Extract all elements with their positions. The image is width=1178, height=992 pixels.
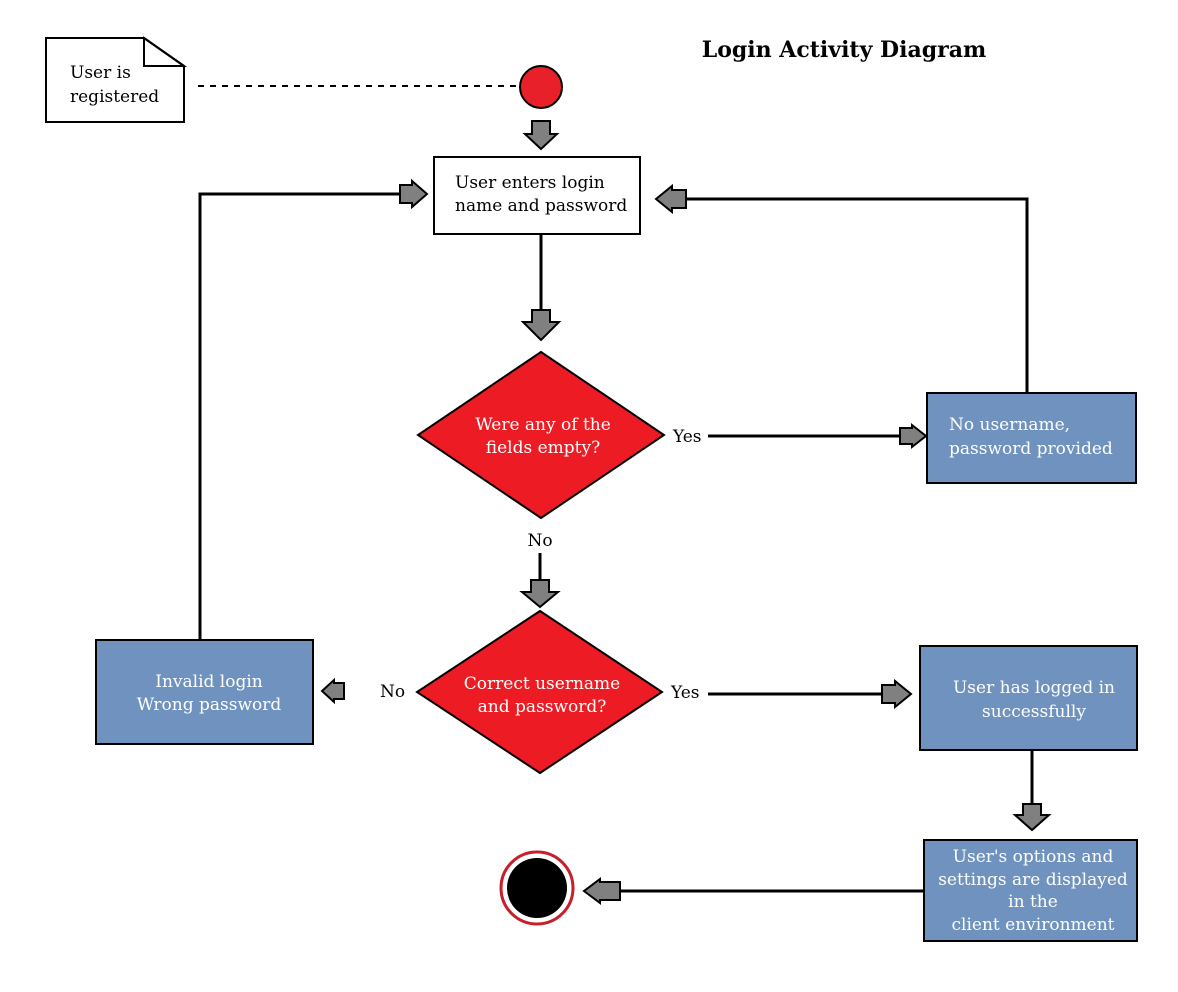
invalid-login-line-1: Invalid login: [155, 672, 263, 692]
node-no-username: No username, password provided: [926, 392, 1137, 484]
node-options-displayed: User's options and settings are displaye…: [923, 839, 1138, 942]
wire-no-username-loop-back: [686, 197, 1029, 393]
right-arrow-to-enter-credentials: [399, 178, 429, 210]
fields-empty-line-2: fields empty?: [486, 438, 600, 458]
edge-label-fields-empty-yes: Yes: [672, 427, 702, 447]
left-arrow-to-invalid-login: [320, 677, 345, 705]
wire-invalid-login-loop-back: [198, 192, 400, 640]
left-arrow-to-enter-credentials: [654, 183, 687, 215]
options-line-3: in the: [1008, 892, 1058, 912]
note-user-registered: User is registered: [45, 36, 188, 123]
enter-credentials-line-2: name and password: [455, 196, 627, 216]
note-line-2: registered: [70, 87, 159, 107]
edge-label-fields-empty-no: No: [527, 531, 552, 551]
down-arrow-to-decision1: [520, 309, 562, 342]
options-line-2: settings are displayed: [938, 870, 1128, 890]
enter-credentials-line-1: User enters login: [455, 173, 605, 193]
no-username-line-1: No username,: [949, 415, 1070, 435]
correct-credentials-line-2: and password?: [478, 697, 607, 717]
decision-correct-credentials: Correct username and password?: [415, 609, 664, 775]
edge-label-correct-yes: Yes: [670, 683, 700, 703]
options-line-4: client environment: [952, 915, 1115, 935]
down-arrow-to-options: [1012, 803, 1052, 832]
node-logged-in: User has logged in successfully: [919, 645, 1138, 751]
correct-credentials-line-1: Correct username: [464, 674, 620, 694]
invalid-login-line-2: Wrong password: [137, 695, 282, 715]
end-node: [499, 850, 575, 926]
right-arrow-to-no-username: [899, 422, 928, 450]
edge-label-correct-no: No: [380, 682, 405, 702]
down-arrow-start: [522, 120, 560, 151]
start-node: [519, 65, 563, 109]
no-username-line-2: password provided: [949, 439, 1113, 459]
fields-empty-line-1: Were any of the: [475, 415, 611, 435]
node-invalid-login: Invalid login Wrong password: [95, 639, 314, 745]
logged-in-line-2: successfully: [982, 702, 1086, 722]
diagram-title: Login Activity Diagram: [702, 37, 986, 63]
right-arrow-to-logged-in: [881, 678, 913, 710]
note-line-1: User is: [70, 63, 131, 83]
options-line-1: User's options and: [953, 847, 1114, 867]
node-enter-credentials: User enters login name and password: [433, 156, 641, 235]
left-arrow-to-end: [582, 877, 621, 905]
down-arrow-to-decision2: [519, 579, 561, 609]
logged-in-line-1: User has logged in: [953, 678, 1115, 698]
decision-fields-empty: Were any of the fields empty?: [416, 350, 666, 520]
